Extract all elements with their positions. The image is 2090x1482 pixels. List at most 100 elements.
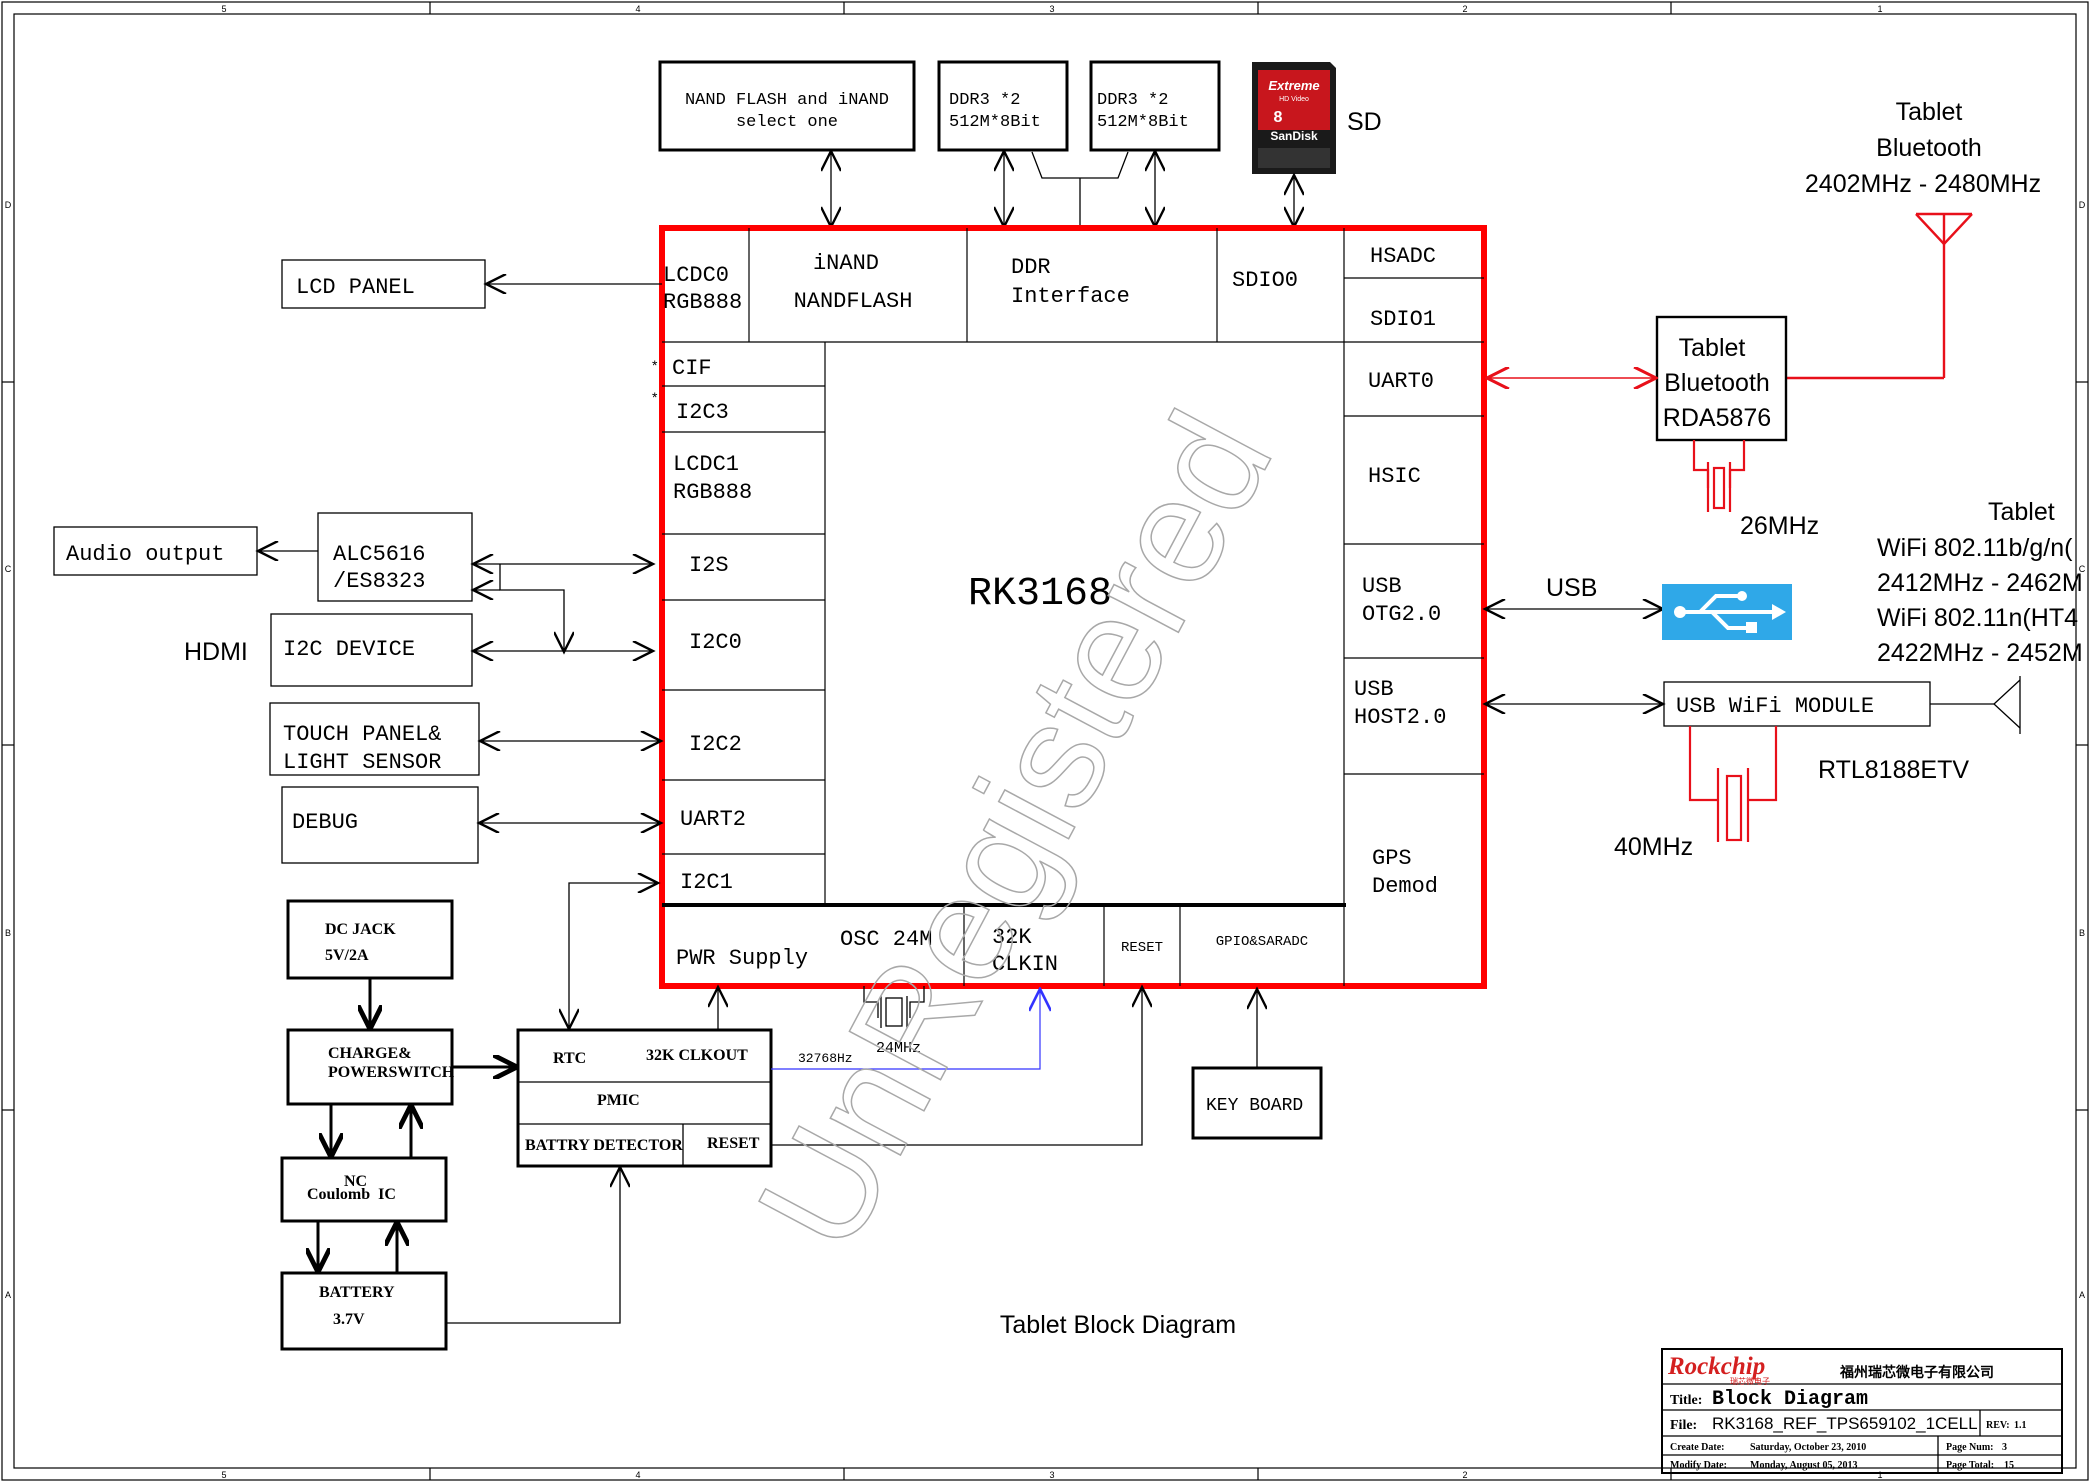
row-marker: D [5,200,12,210]
row-marker: C [5,564,12,574]
col-marker: 3 [1049,1470,1054,1480]
pmic-clkout-label: 32K CLKOUT [646,1047,748,1064]
soc-usb-host-version: HOST2.0 [1354,705,1446,730]
soc-lcdc1-label: LCDC1 [673,452,739,477]
bt-antenna-icon [1786,212,1973,380]
coulomb-label: Coulomb IC [307,1186,396,1203]
soc-reset-label: RESET [1121,940,1163,956]
nand-flash-box [658,60,916,152]
soc-lcdc0-rgb: RGB888 [663,290,742,315]
row-marker: C [2079,564,2086,574]
soc-cif-label: CIF [672,356,712,381]
wifi-title-3: 2412MHz - 2462M [1877,569,2083,597]
col-marker: 2 [1462,1470,1467,1480]
soc-pwr-label: PWR Supply [676,946,808,971]
charge-label-2: POWERSWITCH [328,1064,455,1081]
soc-i2c1-label: I2C1 [680,870,733,895]
create-date-label: Create Date: [1670,1442,1725,1453]
watermark: UnRegistered [724,386,1304,1276]
rockchip-logo-sub: 瑞芯微电子 [1730,1376,1770,1386]
soc-sdio1-label: SDIO1 [1370,307,1436,332]
soc-uart0-label: UART0 [1368,369,1434,394]
hdmi-label: HDMI [184,638,248,666]
sd-card-sub: HD Video [1279,96,1309,103]
battery-box [280,1271,448,1351]
battery-label-2: 3.7V [333,1311,365,1328]
watermark-text: UnRegistered [725,386,1304,1275]
soc-i2c0-label: I2C0 [689,630,742,655]
rockchip-logo: Rockchip [1667,1353,1765,1380]
dc-jack-label-1: DC JACK [325,921,396,938]
diagram-title: Tablet Block Diagram [1000,1311,1236,1339]
soc-usb-host-label: USB [1354,677,1394,702]
page-num-value: 3 [2002,1442,2007,1453]
row-marker: A [2079,1290,2085,1300]
wifi-title-5: 2422MHz - 2452M [1877,639,2083,667]
bt-chip-label-1: Tablet [1679,334,1746,362]
debug-label: DEBUG [292,810,358,835]
svg-text:*: * [652,389,658,405]
title-value: Block Diagram [1712,1388,1868,1411]
wifi-crystal-label: 40MHz [1614,833,1693,861]
col-marker: 3 [1049,4,1054,14]
wifi-title-2: WiFi 802.11b/g/n( [1877,534,2073,562]
bt-crystal-label: 26MHz [1740,512,1819,540]
file-label: File: [1670,1418,1697,1433]
sd-card-series: Extreme [1268,78,1319,93]
soc-i2c2-label: I2C2 [689,732,742,757]
create-date-value: Saturday, October 23, 2010 [1750,1442,1866,1453]
col-marker: 5 [221,4,226,14]
wifi-title-4: WiFi 802.11n(HT4 [1877,604,2078,632]
bt-chip-label-3: RDA5876 [1663,404,1771,432]
title-block [1661,1348,2063,1474]
soc-inand-label: iNAND [813,251,879,276]
wifi-crystal-icon [1688,726,1778,842]
pmic-rtc-label: RTC [553,1050,586,1067]
sd-label: SD [1347,108,1382,136]
nand-label-2: select one [736,113,838,132]
wifi-chip-label: RTL8188ETV [1818,756,1969,784]
bt-title-1: Tablet [1896,98,1963,126]
sd-card-capacity: 8 [1274,109,1283,126]
soc-lcdc1-rgb: RGB888 [673,480,752,505]
soc-i2s-label: I2S [689,553,729,578]
ddr3-a-label-1: DDR3 *2 [949,91,1020,110]
bt-title-3: 2402MHz - 2480MHz [1805,170,2041,198]
svg-text:*: * [652,357,658,373]
i2c-device-label: I2C DEVICE [283,637,415,662]
file-value: RK3168_REF_TPS659102_1CELL [1712,1414,1978,1433]
soc-ddr-label: DDR [1011,255,1051,280]
audio-output-label: Audio output [66,542,224,567]
soc-hsic-label: HSIC [1368,464,1421,489]
codec-label-2: /ES8323 [333,569,425,594]
col-marker: 1 [1877,1470,1882,1480]
soc-lcdc0-label: LCDC0 [663,263,729,288]
soc-usb-otg-version: OTG2.0 [1362,602,1441,627]
page-total-label: Page Total: [1946,1460,1994,1471]
bt-chip-label-2: Bluetooth [1664,369,1770,397]
touch-panel-label-2: LIGHT SENSOR [283,750,441,775]
codec-i2c0-branch [499,564,564,651]
soc-clkin-label: CLKIN [992,952,1058,977]
col-marker: 2 [1462,4,1467,14]
freq-32k-label: 32768Hz [798,1051,853,1066]
pmic-detector-label: BATTRY DETECTOR [525,1137,683,1154]
soc-32k-label: 32K [992,925,1032,950]
soc-name: RK3168 [968,572,1112,617]
wifi-antenna-icon [1930,676,2021,734]
charge-label-1: CHARGE& [328,1045,412,1062]
battery-sense-line [446,1168,620,1324]
coulomb-nc-label: NC [344,1173,367,1190]
col-marker: 1 [1877,4,1882,14]
pmic-reset-line [771,988,1142,1146]
ddr3-b-label-1: DDR3 *2 [1097,91,1168,110]
clkout-to-clkin-link [771,990,1040,1070]
coulomb-box [280,1156,448,1223]
touch-panel-label-1: TOUCH PANEL& [283,722,441,747]
soc-gps-demod: Demod [1372,874,1438,899]
row-marker: B [2079,928,2085,938]
nand-label-1: NAND FLASH and iNAND [685,91,889,110]
rev-label: REV: [1986,1420,2010,1431]
soc-osc-label: OSC 24M [840,927,932,952]
